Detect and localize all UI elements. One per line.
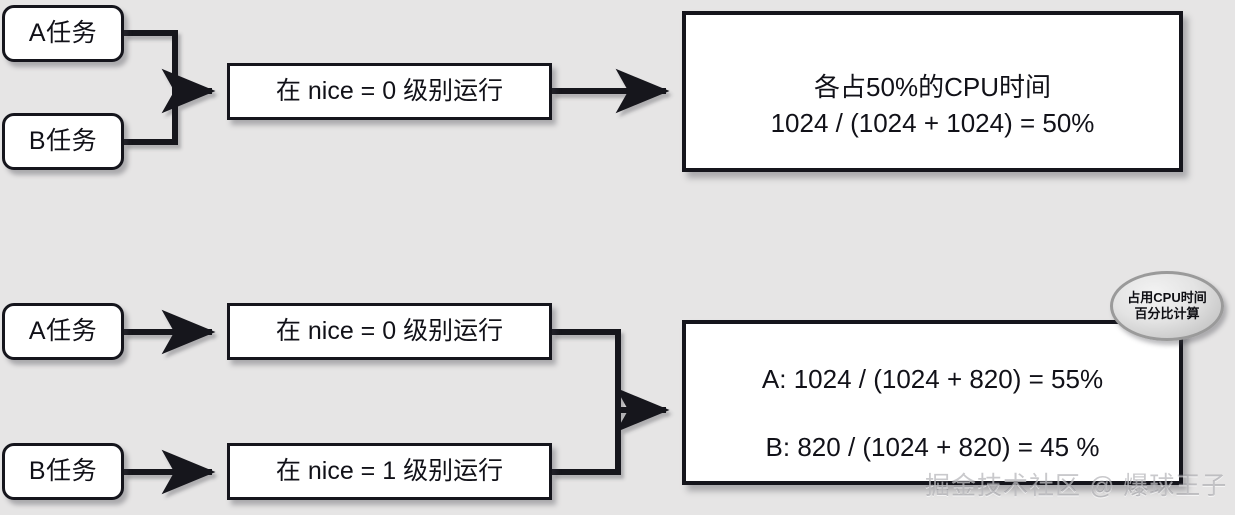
bottom-result-line-2: B: 820 / (1024 + 820) = 45 %: [765, 432, 1100, 462]
bottom-task-label-b: B任务: [28, 457, 98, 485]
callout-line-1: 占用CPU时间: [1127, 289, 1207, 305]
bottom-task-box-b[interactable]: B任务: [2, 443, 124, 500]
top-task-box-b[interactable]: B任务: [2, 113, 124, 170]
top-result-line-1: 各占50%的CPU时间: [814, 72, 1051, 102]
watermark-text: 掘金技术社区 @ 爆球王子: [925, 472, 1228, 500]
bottom-result-line-1: A: 1024 / (1024 + 820) = 55%: [761, 364, 1104, 394]
bottom-process-box-a[interactable]: 在 nice = 0 级别运行: [227, 303, 552, 360]
bottom-task-label-a: A任务: [28, 317, 98, 345]
top-process-label: 在 nice = 0 级别运行: [275, 77, 504, 105]
bottom-result-text: A: 1024 / (1024 + 820) = 55% B: 820 / (1…: [686, 366, 1179, 460]
top-result-text: 各占50%的CPU时间 1024 / (1024 + 1024) = 50%: [686, 70, 1179, 142]
top-process-box[interactable]: 在 nice = 0 级别运行: [227, 63, 552, 120]
wire-bottom-proc-1: [552, 410, 621, 475]
wire-top-task-b: [124, 91, 178, 145]
bottom-process-label-a: 在 nice = 0 级别运行: [275, 317, 504, 345]
top-result-box[interactable]: 各占50%的CPU时间 1024 / (1024 + 1024) = 50%: [682, 11, 1183, 172]
bottom-task-box-a[interactable]: A任务: [2, 303, 124, 360]
top-result-line-2: 1024 / (1024 + 1024) = 50%: [770, 107, 1095, 138]
wire-top-task-a: [124, 30, 216, 114]
bottom-process-label-b: 在 nice = 1 级别运行: [275, 457, 504, 485]
cpu-percent-callout[interactable]: 占用CPU时间 百分比计算: [1110, 271, 1224, 341]
bottom-process-box-b[interactable]: 在 nice = 1 级别运行: [227, 443, 552, 500]
wire-bottom-proc-0: [552, 329, 670, 433]
bottom-result-box[interactable]: A: 1024 / (1024 + 820) = 55% B: 820 / (1…: [682, 320, 1183, 485]
top-task-label-b: B任务: [28, 127, 98, 155]
top-task-label-a: A任务: [28, 19, 98, 47]
top-task-box-a[interactable]: A任务: [2, 5, 124, 62]
callout-line-2: 百分比计算: [1134, 306, 1200, 321]
